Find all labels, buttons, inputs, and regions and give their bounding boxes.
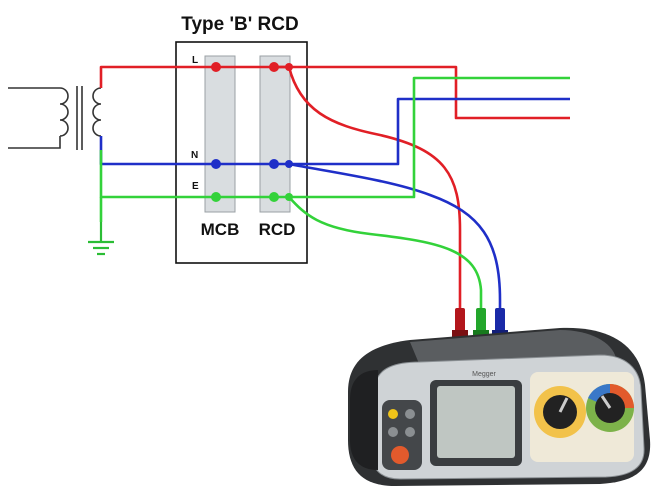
rcd-body bbox=[259, 55, 291, 213]
tester-button-1 bbox=[388, 409, 398, 419]
tester-button-3 bbox=[388, 427, 398, 437]
terminal-label-neutral: N bbox=[191, 150, 198, 161]
earth-ground-icon bbox=[88, 222, 114, 256]
rcd-earth-out-terminal bbox=[285, 193, 293, 201]
multifunction-tester-icon: Megger bbox=[348, 308, 651, 486]
mcb-label: MCB bbox=[201, 220, 240, 239]
rcd-line-out-terminal bbox=[285, 63, 293, 71]
rcd-neutral-terminal bbox=[269, 159, 279, 169]
terminal-dots bbox=[211, 62, 293, 202]
mcb-neutral-terminal bbox=[211, 159, 221, 169]
diagram-title: Type 'B' RCD bbox=[181, 14, 298, 35]
tester-brand: Megger bbox=[472, 371, 496, 378]
tester-button-4 bbox=[405, 427, 415, 437]
mcb-body bbox=[204, 55, 236, 213]
rcd-earth-terminal bbox=[269, 192, 279, 202]
earth-conductor bbox=[99, 76, 570, 310]
rcd-neutral-out-terminal bbox=[285, 160, 293, 168]
tester-test-button bbox=[391, 446, 409, 464]
terminal-label-line: L bbox=[192, 55, 198, 66]
transformer-symbol-icon bbox=[8, 86, 102, 150]
rcd-label: RCD bbox=[259, 220, 296, 239]
rcd-line-terminal bbox=[269, 62, 279, 72]
tester-screen bbox=[437, 386, 515, 458]
terminal-label-earth: E bbox=[192, 181, 199, 192]
mcb-line-terminal bbox=[211, 62, 221, 72]
neutral-conductor bbox=[99, 97, 570, 310]
mcb-earth-terminal bbox=[211, 192, 221, 202]
line-conductor bbox=[99, 65, 570, 310]
tester-button-2 bbox=[405, 409, 415, 419]
